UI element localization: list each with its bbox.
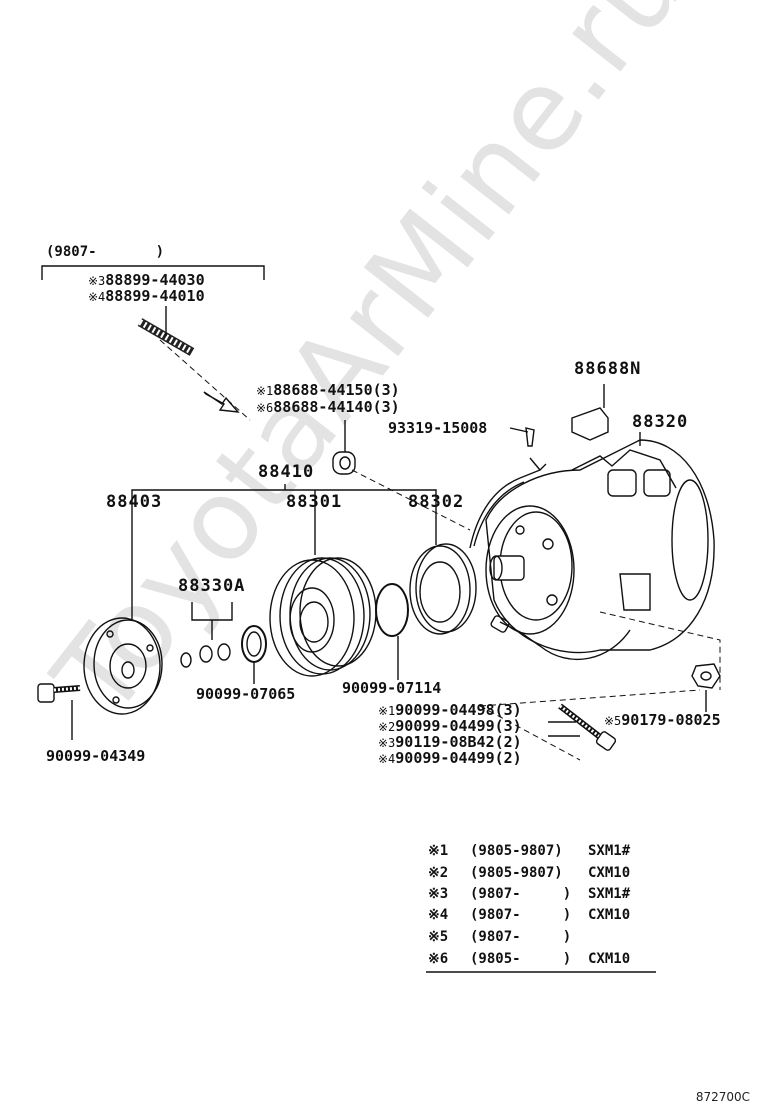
part-93319-label: 93319-15008	[388, 419, 488, 437]
stud-part	[137, 306, 195, 356]
stud-3-label: ※388899-44030	[88, 272, 205, 289]
legend-model: CXM10	[588, 907, 631, 923]
nut-5-label: ※590179-08025	[604, 712, 721, 729]
part-88403-label: 88403	[106, 492, 163, 512]
hub-88403-part	[83, 617, 163, 715]
top-bracket	[41, 265, 265, 280]
bolt-3-part-number: 90119-08B42(2)	[395, 733, 522, 751]
bolt-1-part-number: 90099-04498(3)	[395, 701, 522, 719]
nut-90179-part	[691, 663, 721, 712]
legend-range: (9805- )	[470, 951, 572, 967]
legend-model: CXM10	[588, 865, 631, 881]
bolt-3-label: ※390119-08B42(2)	[378, 734, 522, 751]
bolt-4-label: ※490099-04499(2)	[378, 750, 522, 767]
marker-1b: ※1	[378, 704, 396, 718]
part-88301-label: 88301	[286, 492, 343, 512]
part-90099-07114-label: 90099-07114	[342, 679, 442, 697]
legend-mark: ※1	[428, 843, 449, 859]
legend-range: (9805-9807)	[470, 843, 563, 859]
coil-88302-part	[409, 477, 525, 635]
part-88688n-label: 88688N	[574, 359, 642, 379]
marker-3: ※3	[88, 274, 106, 288]
marker-4b: ※4	[378, 752, 396, 766]
legend-range: (9807- )	[470, 907, 572, 923]
shims-88330a-part	[180, 602, 233, 668]
snap-ring-07114-part	[375, 583, 409, 680]
stud-3-part-number: 88899-44030	[105, 271, 205, 289]
marker-6: ※6	[256, 401, 274, 415]
legend-model: SXM1#	[588, 886, 631, 902]
spacer-part	[332, 420, 356, 475]
bracket-88410	[131, 489, 437, 510]
legend-mark: ※6	[428, 951, 449, 967]
snap-ring-07065-part	[241, 625, 267, 684]
legend-mark: ※4	[428, 907, 449, 923]
marker-4: ※4	[88, 290, 106, 304]
part-88320-label: 88320	[632, 412, 689, 432]
long-bolt-part	[548, 703, 617, 751]
arrow-icon	[203, 391, 240, 413]
part-88302-label: 88302	[408, 492, 465, 512]
stud-4-part-number: 88899-44010	[105, 287, 205, 305]
top-bracket-label: (9807- )	[46, 244, 165, 260]
legend-mark: ※5	[428, 929, 449, 945]
diagram-reference-code: 872700C	[695, 1090, 750, 1104]
nut-5-part-number: 90179-08025	[621, 711, 721, 729]
sensor-wire	[499, 621, 631, 661]
bolt-4-part-number: 90099-04499(2)	[395, 749, 522, 767]
spacer-1-label: ※188688-44150(3)	[256, 382, 400, 399]
marker-5: ※5	[604, 714, 622, 728]
dashed-leaders	[159, 339, 721, 761]
bolt-1-label: ※190099-04498(3)	[378, 702, 522, 719]
bolt-04349-part	[37, 683, 81, 740]
marker-1: ※1	[256, 384, 274, 398]
marker-2: ※2	[378, 720, 396, 734]
spacer-1-part-number: 88688-44150(3)	[273, 381, 400, 399]
bolt-2-label: ※290099-04499(3)	[378, 718, 522, 735]
bolt-2-part-number: 90099-04499(3)	[395, 717, 522, 735]
part-88330a-label: 88330A	[178, 576, 246, 596]
marker-3b: ※3	[378, 736, 396, 750]
stud-4-label: ※488899-44010	[88, 288, 205, 305]
part-90099-07065-label: 90099-07065	[196, 685, 296, 703]
part-90099-04349-label: 90099-04349	[46, 747, 146, 765]
compressor-88320-part	[485, 432, 715, 654]
legend-mark: ※2	[428, 865, 449, 881]
bracket-88688n-part	[571, 384, 609, 441]
spacer-6-label: ※688688-44140(3)	[256, 399, 400, 416]
spacer-6-part-number: 88688-44140(3)	[273, 398, 400, 416]
legend-mark: ※3	[428, 886, 449, 902]
legend-model: CXM10	[588, 951, 631, 967]
wire	[519, 457, 547, 479]
part-88410-label: 88410	[258, 462, 315, 482]
legend-model: SXM1#	[588, 843, 631, 859]
pulley-88301-part	[269, 557, 377, 677]
legend-range: (9807- )	[470, 929, 572, 945]
legend-range: (9805-9807)	[470, 865, 563, 881]
legend-range: (9807- )	[470, 886, 572, 902]
